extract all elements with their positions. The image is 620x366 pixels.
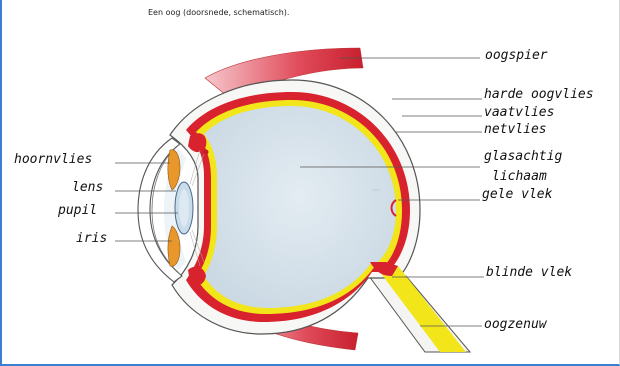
label-gele-vlek: gele vlek: [482, 188, 552, 202]
label-blinde-vlek: blinde vlek: [486, 266, 572, 280]
label-glasachtig: glasachtig: [484, 150, 562, 164]
label-oogspier: oogspier: [485, 49, 548, 63]
label-lichaam: lichaam: [492, 170, 547, 184]
label-pupil: pupil: [58, 204, 97, 218]
label-vaatvlies: vaatvlies: [484, 106, 554, 120]
label-hoornvlies: hoornvlies: [14, 153, 92, 167]
label-harde-oogvlies: harde oogvlies: [484, 88, 594, 102]
label-oogzenuw: oogzenuw: [484, 318, 547, 332]
label-iris: iris: [76, 232, 107, 246]
label-netvlies: netvlies: [484, 123, 547, 137]
label-lens: lens: [72, 181, 103, 195]
